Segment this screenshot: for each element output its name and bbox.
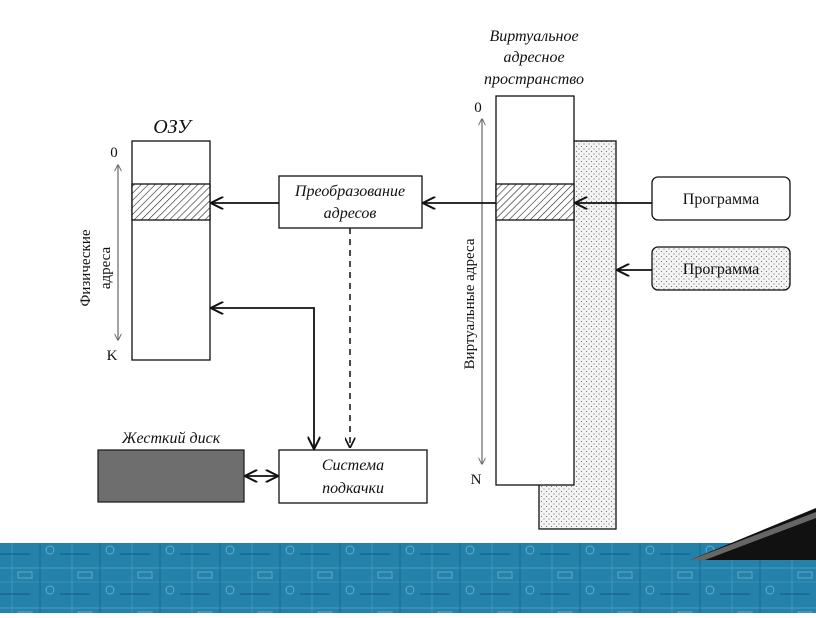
virtual-space-title-line2: адресное (503, 49, 564, 66)
program-label-2: Программа (683, 261, 759, 278)
virtual-axis-label: Виртуальные адреса (462, 238, 478, 369)
virtual-space-title-line1: Виртуальное (489, 28, 578, 45)
physical-axis-label-line1: Физические (78, 229, 94, 306)
arrow-swap-ram-bidirectional (212, 308, 314, 448)
swap-system-line1: Система (322, 457, 384, 474)
ram-block (131, 140, 211, 361)
swap-system-box (278, 449, 428, 504)
virtual-space-title-line3: пространство (484, 71, 584, 88)
corner-ribbon (690, 508, 816, 560)
address-translation-line2: адресов (324, 205, 377, 222)
virtual-space-block (495, 95, 575, 486)
virtual-addr-end: N (471, 472, 482, 488)
address-translation-box (278, 175, 423, 229)
hard-disk-block (97, 449, 245, 503)
address-translation-line1: Преобразование (294, 183, 405, 200)
program-box-1 (651, 176, 791, 221)
virtual-addr-start: 0 (474, 100, 482, 116)
ram-title: ОЗУ (153, 116, 193, 138)
ram-mapped-page (131, 183, 211, 221)
footer-band (0, 543, 816, 613)
physical-axis-label: Физические адреса (78, 229, 114, 306)
physical-axis-label-line2: адреса (98, 247, 114, 290)
virtual-mapped-page (495, 183, 575, 221)
swap-system-line2: подкачки (322, 480, 384, 497)
hard-disk-label: Жесткий диск (121, 430, 221, 447)
program-label-1: Программа (683, 191, 759, 208)
corner-ribbon-highlight (690, 512, 816, 560)
program-box-2 (651, 246, 791, 291)
ram-addr-start: 0 (110, 145, 118, 161)
ram-addr-end: K (107, 348, 118, 364)
